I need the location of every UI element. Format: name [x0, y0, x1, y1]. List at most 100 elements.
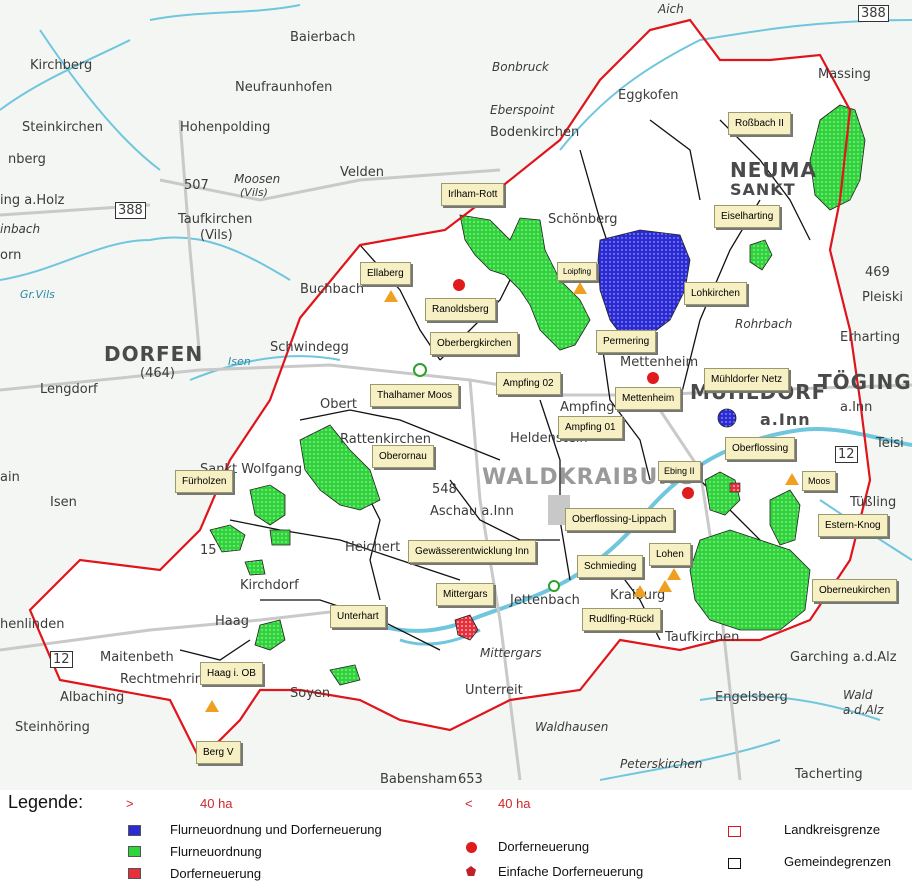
place-aschau: Aschau a.Inn	[430, 504, 514, 519]
place-bodenkirchen: Bodenkirchen	[490, 125, 580, 140]
place-vils: (Vils)	[240, 186, 268, 199]
place-12: 12	[50, 651, 73, 668]
dorferneuerung-point-ebing[interactable]	[682, 487, 694, 499]
place-15: 15	[200, 543, 217, 558]
label-schmieding[interactable]: Schmieding	[577, 555, 644, 578]
place-tussling: Tüßling	[850, 495, 897, 510]
label-oberneukirchen[interactable]: Oberneukirchen	[812, 579, 898, 602]
label-haag[interactable]: Haag i. OB	[200, 662, 263, 685]
legend-gemeinde: Gemeindegrenzen	[784, 854, 891, 869]
label-thalhamer[interactable]: Thalhamer Moos	[370, 384, 460, 407]
place-steinhoering: Steinhöring	[15, 720, 90, 735]
label-ampfing02[interactable]: Ampfing 02	[496, 372, 561, 395]
place-heichert: Heichert	[345, 540, 401, 555]
place-babensham: Babensham	[380, 772, 458, 787]
place-soyen: Soyen	[290, 686, 331, 701]
legend-landkreis: Landkreisgrenze	[784, 822, 881, 837]
legend-einfache: Einfache Dorferneuerung	[498, 864, 644, 879]
legend: Legende: > 40 ha < 40 ha Flurneuordnung …	[0, 790, 912, 890]
place-waldhausen: Waldhausen	[535, 720, 609, 734]
place-eggkofen: Eggkofen	[618, 88, 679, 103]
label-ebing[interactable]: Ebing II	[658, 461, 701, 481]
legend-swatch-flurneu	[128, 846, 141, 857]
einfache-dorferneuerung-schmieding[interactable]	[658, 580, 672, 592]
place-teisi: Teisi	[876, 436, 904, 451]
label-loipfing[interactable]: Loipfing	[557, 262, 598, 281]
label-muehldorfer[interactable]: Mühldorfer Netz	[704, 368, 790, 391]
label-rudlfing[interactable]: Rudlfing-Rückl	[582, 608, 662, 631]
legend-swatch-landkreis	[728, 826, 741, 837]
green-circle-jettenbach[interactable]	[548, 580, 560, 592]
flurneu-dorferneu-point	[717, 408, 737, 428]
label-ranoldsberg[interactable]: Ranoldsberg	[425, 298, 496, 321]
place-unterreit: Unterreit	[465, 683, 523, 698]
place-schwindegg: Schwindegg	[270, 340, 349, 355]
place-ampfing-map: Ampfing	[560, 400, 615, 415]
label-fuerholzen[interactable]: Fürholzen	[175, 470, 234, 493]
legend-red-point	[466, 842, 477, 853]
place-mittergars-map: Mittergars	[480, 646, 542, 660]
legend-swatch-flurneu-dorferneu	[128, 825, 141, 836]
legend-flurneu-dorferneu: Flurneuordnung und Dorferneuerung	[170, 822, 382, 837]
place-tacherting: Tacherting	[795, 767, 863, 782]
einfache-dorferneuerung-loipfing[interactable]	[573, 282, 587, 294]
label-estern[interactable]: Estern-Knog	[818, 514, 888, 537]
place-pleiskir: Pleiski	[862, 290, 903, 305]
place-obertaufkirchen: Obert	[320, 397, 357, 412]
label-oberbergkirchen[interactable]: Oberbergkirchen	[430, 332, 519, 355]
place-schoenberg: Schönberg	[548, 212, 618, 227]
dorferneuerung-point-irlham[interactable]	[453, 279, 465, 291]
dorferneuerung-area-small	[729, 482, 741, 493]
einfache-dorferneuerung-ellaberg[interactable]	[384, 290, 398, 302]
einfache-dorferneuerung-bergv[interactable]	[205, 700, 219, 712]
place-haag: Haag	[215, 614, 249, 629]
label-lohen[interactable]: Lohen	[649, 543, 691, 566]
place-moosen: Moosen	[234, 172, 281, 186]
label-bergv[interactable]: Berg V	[196, 741, 241, 764]
label-moos[interactable]: Moos	[802, 471, 837, 491]
legend-flurneu: Flurneuordnung	[170, 844, 262, 859]
label-ampfing01[interactable]: Ampfing 01	[558, 416, 623, 439]
place-mettenheim-map: Mettenheim	[620, 355, 699, 370]
einfache-dorferneuerung-moos[interactable]	[785, 473, 799, 485]
einfache-dorferneuerung-rudlfing[interactable]	[633, 585, 647, 597]
place-ainn: a.Inn	[760, 410, 811, 429]
einfache-dorferneuerung-lohen[interactable]	[667, 568, 681, 580]
label-unterhart[interactable]: Unterhart	[330, 605, 386, 628]
place-388-b: 388	[858, 5, 889, 22]
label-ellaberg[interactable]: Ellaberg	[360, 262, 411, 285]
flurneuordnung-areas	[209, 104, 866, 686]
label-mettenheim[interactable]: Mettenheim	[615, 387, 682, 410]
dorferneuerung-area	[454, 614, 479, 641]
legend-swatch-dorferneu	[128, 868, 141, 879]
label-permering[interactable]: Permering	[596, 330, 657, 353]
green-circle-thalhamer[interactable]	[413, 363, 427, 377]
label-oberflossing[interactable]: Oberflossing	[725, 437, 796, 460]
label-gewaesser[interactable]: Gewässerentwicklung Inn	[408, 540, 536, 563]
place-baierbach: Baierbach	[290, 30, 356, 45]
place-engelsberg: Engelsberg	[715, 690, 788, 705]
place-ain: ain	[0, 470, 20, 485]
place-kirchberg: Kirchberg	[30, 58, 93, 73]
place-grvils: Gr.Vils	[20, 288, 55, 301]
place-inbach: inbach	[0, 222, 41, 236]
label-eiselharting[interactable]: Eiselharting	[714, 205, 781, 228]
dorferneuerung-point-mettenheim[interactable]	[647, 372, 659, 384]
place-ainn2: a.Inn	[840, 400, 873, 415]
place-548: 548	[432, 482, 457, 497]
label-rossbach[interactable]: Roßbach II	[728, 112, 791, 135]
place-rohrbach: Rohrbach	[735, 317, 793, 331]
place-adalz: a.d.Alz	[843, 703, 884, 717]
place-eberspoint: Eberspoint	[490, 103, 555, 117]
legend-point-dorferneu: Dorferneuerung	[498, 839, 590, 854]
label-mittergars[interactable]: Mittergars	[436, 583, 495, 606]
label-irlham[interactable]: Irlham-Rott	[441, 183, 505, 206]
label-oberornau[interactable]: Oberornau	[372, 445, 434, 468]
label-lohkirchen[interactable]: Lohkirchen	[684, 282, 747, 305]
place-taufkirchen2: Taufkirchen	[665, 630, 740, 645]
place-garching: Garching a.d.Alz	[790, 650, 897, 665]
label-oberflossing-lippach[interactable]: Oberflossing-Lippach	[565, 508, 674, 531]
place-hohenpolding: Hohenpolding	[180, 120, 271, 135]
map[interactable]: Baierbach Aich Kirchberg Neufraunhofen B…	[0, 0, 912, 790]
legend-swatch-gemeinde	[728, 858, 741, 869]
